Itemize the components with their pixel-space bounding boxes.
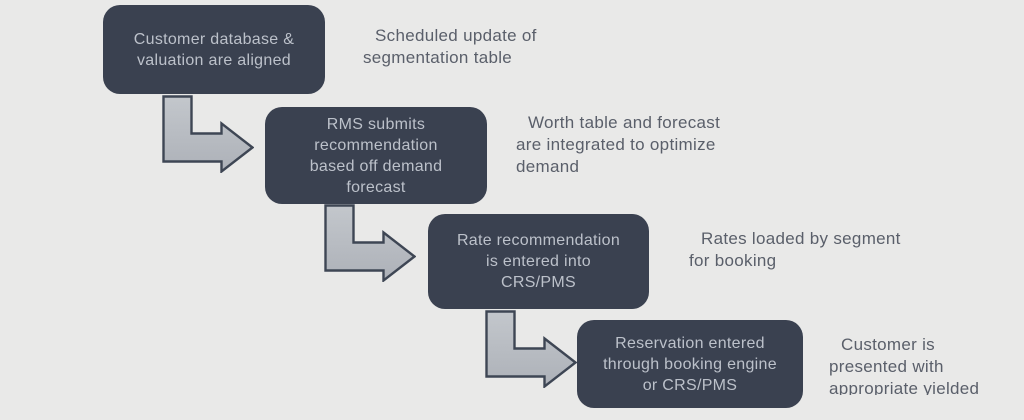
step-2-note: Worth table and forecast are integrated … [516,113,721,176]
bent-arrow-icon-1 [162,95,254,173]
step-2-box: RMS submits recommendation based off dem… [265,107,487,204]
step-4-box-text: Reservation entered through booking engi… [603,334,777,394]
bent-arrow-icon-2 [324,204,416,282]
step-1-box-text: Customer database & valuation are aligne… [133,30,295,69]
step-1-box: Customer database & valuation are aligne… [103,5,325,94]
step-3-note: Rates loaded by segment for booking [689,229,901,270]
step-2-box-text: RMS submits recommendation based off dem… [309,115,443,196]
step-3-box: Rate recommendation is entered into CRS/… [428,214,649,309]
step-4-box: Reservation entered through booking engi… [577,320,803,408]
step-3-box-text: Rate recommendation is entered into CRS/… [456,232,621,291]
bent-arrow-icon-3 [485,310,577,388]
step-4-note: Customer is presented with appropriate y… [829,335,980,395]
step-1-note: Scheduled update of segmentation table [363,26,537,67]
